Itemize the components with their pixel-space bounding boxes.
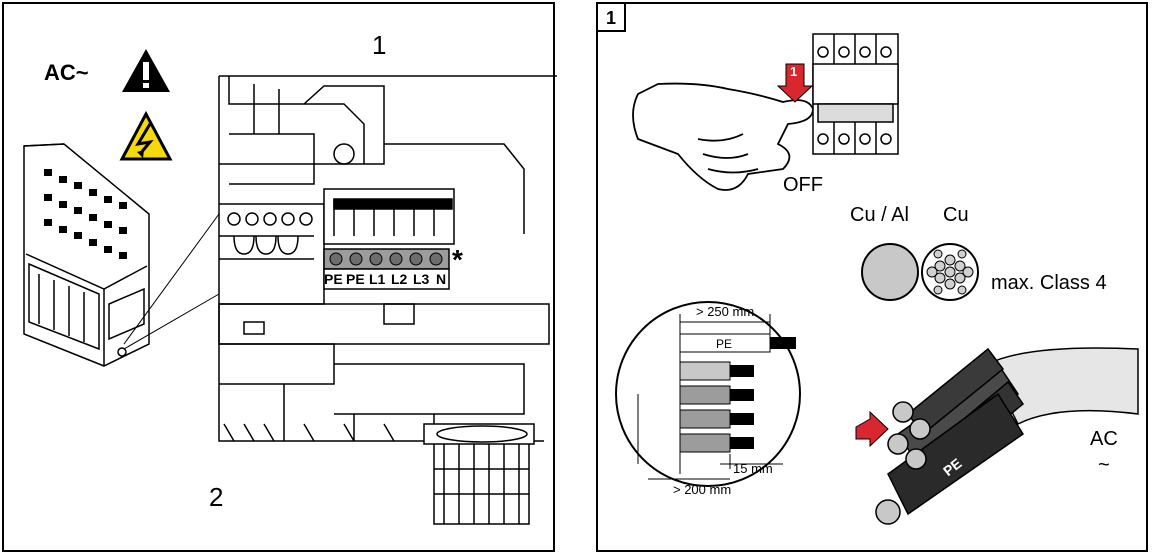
- pe-screw-row: [227, 212, 313, 226]
- pe-wire-label: PE: [716, 337, 733, 351]
- electrical-hazard-icon: [119, 110, 173, 161]
- insert-arrow-icon: [855, 410, 889, 448]
- left-diagram-panel: AC~ 1 2 * PE PE L1 L2 L3 N: [2, 2, 557, 552]
- general-warning-icon: [122, 49, 170, 92]
- terminal-label-l2: L2: [391, 271, 408, 287]
- terminal-label-l3: L3: [413, 271, 430, 287]
- terminal-label-l1: L1: [369, 271, 386, 287]
- pe-length-label: > 250 mm: [696, 304, 755, 319]
- other-length-label: > 200 mm: [673, 482, 732, 497]
- terminal-screws: [329, 252, 443, 266]
- terminal-label-n: N: [436, 271, 447, 287]
- circuit-breaker-drawing: [812, 33, 899, 155]
- off-label: OFF: [783, 174, 823, 196]
- inverter-overview-drawing: [23, 143, 150, 367]
- ac-cable-drawing: [875, 347, 1139, 525]
- max-class-label: max. Class 4: [991, 272, 1107, 294]
- strip-length-diagram: [615, 301, 801, 487]
- hand-drawing: [632, 82, 814, 191]
- breaker-step-number: 1: [790, 64, 798, 79]
- terminal-label-pe-1: PE: [324, 271, 343, 287]
- down-arrow-icon: [776, 63, 814, 103]
- material-cu-label: Cu: [943, 204, 969, 226]
- stranded-conductor-icon: [921, 243, 979, 301]
- solid-conductor-icon: [861, 243, 919, 301]
- strip-length-label: 15 mm: [733, 461, 773, 476]
- terminal-label-pe-2: PE: [346, 271, 365, 287]
- step-number-badge: 1: [598, 4, 626, 32]
- left-line-drawing: [23, 49, 557, 525]
- ac-tilde-label: ~: [1098, 454, 1110, 476]
- terminal-asterisk: *: [452, 244, 463, 275]
- callout-2: 2: [209, 482, 224, 512]
- ac-label: AC~: [44, 60, 89, 85]
- ac-cable-label: AC: [1090, 428, 1118, 450]
- callout-1: 1: [372, 30, 387, 60]
- right-line-drawing: [615, 33, 1139, 525]
- terminal-detail-drawing: [218, 75, 557, 525]
- right-diagram-panel: 1: [596, 2, 1148, 552]
- material-cu-al-label: Cu / Al: [850, 204, 909, 226]
